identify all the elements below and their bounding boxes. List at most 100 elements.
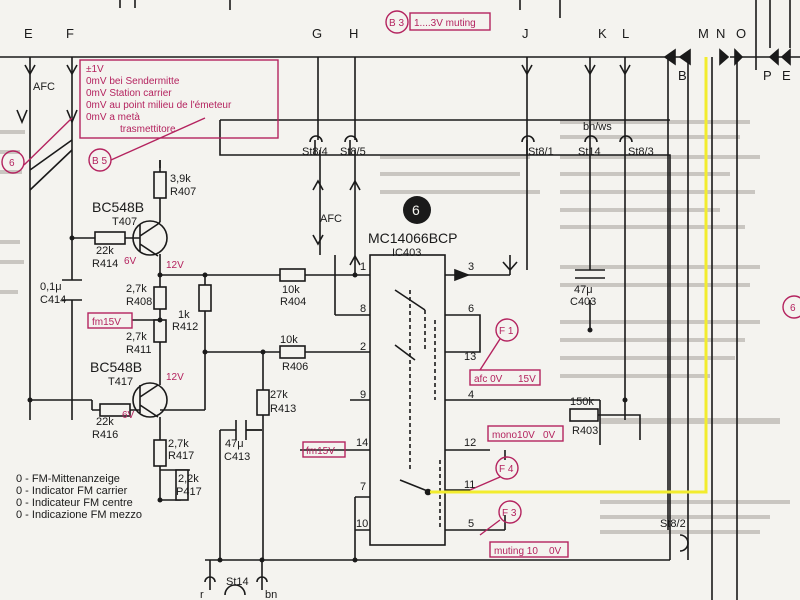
resistor-r404: [279, 268, 306, 282]
tag-afc-15: 15V: [518, 374, 536, 385]
ic-pin-7: 7: [360, 481, 366, 493]
resistor-r408: [153, 286, 167, 310]
afc-label-left: AFC: [33, 81, 55, 93]
b3-note-box: [409, 12, 491, 31]
chip6-circle: [403, 196, 431, 224]
bus-label-g: G: [312, 26, 322, 41]
voltage-12v-t417: 12V: [166, 372, 184, 383]
ref-b5: B 5: [92, 156, 107, 167]
conn-st14: St14: [578, 146, 601, 158]
muting-box: [489, 541, 569, 558]
ref-b3-note: 1....3V muting: [414, 18, 476, 29]
t407-type: BC548B: [92, 199, 144, 215]
resistor-r413: [256, 389, 270, 416]
conn-st8-5: St8/5: [340, 146, 366, 158]
voltage-12v-t407: 12V: [166, 260, 184, 271]
bus-label-n: N: [716, 26, 725, 41]
reference-markers: B 3 1....3V muting B 5 6 6 F 1 F 4 F 3 6: [9, 18, 796, 519]
components: [27, 135, 633, 563]
tag-muting: muting 10: [494, 546, 538, 557]
transistor-t417-body: [132, 382, 168, 418]
bus-label-h: H: [349, 26, 358, 41]
resistor-r414: [94, 231, 126, 245]
r407-ref: R407: [170, 186, 196, 198]
resistor-r411: [153, 319, 167, 343]
ref-left6: 6: [9, 158, 15, 169]
note-line-1: ±1V: [86, 64, 104, 75]
resistor-r407: [153, 171, 167, 199]
resistor-r417: [153, 439, 167, 467]
ic-ref: IC403: [392, 247, 421, 259]
potentiometer-p417: [175, 469, 189, 501]
legend-line-2: 0 - Indicator FM carrier: [16, 485, 128, 497]
ref-right6: 6: [790, 303, 796, 314]
ic-pin-9: 9: [360, 389, 366, 401]
conn-st8-1: St8/1: [528, 146, 554, 158]
ic-pin-13: 13: [464, 351, 476, 363]
afc-box: [469, 369, 541, 386]
ref-chip6: 6: [412, 202, 420, 218]
ic-pin-14: 14: [356, 437, 368, 449]
ref-f4: F 4: [499, 464, 514, 475]
ic-pin-8: 8: [360, 303, 366, 315]
f4-circle: [495, 456, 519, 480]
c414-ref: C414: [40, 294, 66, 306]
t417-ref: T417: [108, 376, 133, 388]
r414-ref: R414: [92, 258, 118, 270]
highlight-trace: [430, 57, 708, 494]
r414-value: 22k: [96, 245, 114, 257]
ref-b3: B 3: [389, 18, 404, 29]
tag-fm15v-left: fm15V: [92, 317, 121, 328]
component-labels: 3,9k R407 22k R414 2,7k R408 1k R412 2,7…: [40, 173, 598, 498]
ic-pin-12: 12: [464, 437, 476, 449]
transistor-t407-body: [132, 220, 168, 256]
bus-label-p: P: [763, 68, 772, 83]
conn-st14-bottom: St14: [226, 576, 249, 588]
bus-label-b: B: [678, 68, 687, 83]
ic-pin-11: 11: [464, 479, 475, 491]
c403-value: 47μ: [574, 284, 593, 296]
r417-ref: R417: [168, 450, 194, 462]
note-line-3: 0mV Station carrier: [86, 88, 172, 99]
ic-pin-3: 3: [468, 261, 474, 273]
legend-line-3: 0 - Indicateur FM centre: [16, 497, 133, 509]
bus-label-e-cut: E: [782, 68, 791, 83]
tag-mono: mono10V: [492, 430, 535, 441]
t417-type: BC548B: [90, 359, 142, 375]
fm15v-chip-box: [302, 441, 346, 458]
bus-label-m: M: [698, 26, 709, 41]
ic-pin-2: 2: [360, 341, 366, 353]
f3-circle: [498, 500, 522, 524]
r404-ref: R404: [280, 296, 306, 308]
bus-letters: E F G H J K L M N O B P E: [24, 26, 791, 83]
note-line-6: trasmettitore: [120, 124, 176, 135]
bus-label-l: L: [622, 26, 629, 41]
r403-value: 150k: [570, 396, 594, 408]
conn-st8-2: St8/2: [660, 518, 686, 530]
r406-ref: R406: [282, 361, 308, 373]
ic-pin-5: 5: [468, 518, 474, 530]
ic-labels: MC14066BCP IC403 1 3 8 6 13 2 4 9 14 12 …: [356, 230, 476, 530]
connector-labels: St8/4 St8/5 St8/1 St14 St8/3 bn/ws St8/2…: [200, 121, 686, 600]
t407-ref: T407: [112, 216, 137, 228]
r416-ref: R416: [92, 429, 118, 441]
signal-tags: fm15V fm15V afc 0V 15V mono10V 0V muting…: [92, 317, 562, 557]
ic-body: [369, 254, 446, 546]
ic-pin-4: 4: [468, 389, 474, 401]
r411-ref: R411: [126, 344, 151, 356]
mono-box: [487, 425, 564, 442]
r403-ref: R403: [572, 425, 598, 437]
tag-fm15v-chip: fm15V: [306, 446, 335, 457]
p417-ref: P417: [176, 486, 202, 498]
conn-st8-4: St8/4: [302, 146, 328, 158]
voltage-6v-t417: 6V: [122, 410, 135, 421]
fm15v-left-box: [87, 312, 133, 329]
bus-label-e: E: [24, 26, 33, 41]
tag-muting-0: 0V: [549, 546, 562, 557]
r408-value: 2,7k: [126, 283, 147, 295]
b3-circle: [385, 10, 409, 34]
conn-bnws: bn/ws: [583, 121, 612, 133]
bus-label-o: O: [736, 26, 746, 41]
